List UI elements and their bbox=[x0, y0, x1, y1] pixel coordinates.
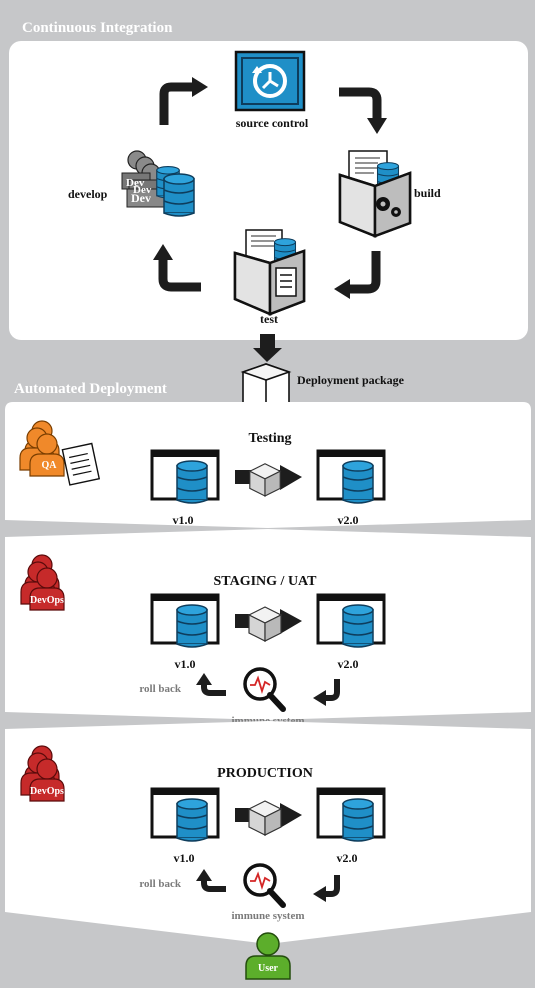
ci-section-title: Continuous Integration bbox=[22, 20, 173, 36]
qa-team-icon bbox=[19, 420, 101, 486]
staging-server-v2 bbox=[318, 595, 384, 647]
production-immune-label: immune system bbox=[231, 910, 304, 922]
cycle-arrow-build-to-test bbox=[334, 251, 381, 299]
develop-label: develop bbox=[68, 187, 108, 201]
deployment-package-label: Deployment package bbox=[297, 373, 405, 387]
staging-rollback-arrow bbox=[196, 673, 226, 696]
ci-panel bbox=[9, 41, 528, 340]
testing-v1-label: v1.0 bbox=[173, 513, 194, 527]
production-role-label: DevOps bbox=[30, 786, 64, 797]
production-rollback-label: roll back bbox=[139, 878, 182, 890]
production-return-arrow bbox=[313, 875, 340, 902]
staging-server-v1 bbox=[152, 595, 218, 647]
source-control-icon bbox=[234, 50, 306, 112]
testing-title: Testing bbox=[248, 431, 291, 446]
cycle-arrow-develop-to-source bbox=[159, 77, 208, 125]
staging-deploy-arrow bbox=[235, 606, 302, 642]
build-box-icon bbox=[338, 150, 412, 238]
build-label: build bbox=[414, 186, 441, 200]
production-server-v1 bbox=[152, 789, 218, 841]
production-deploy-arrow bbox=[235, 800, 302, 836]
developers-icon bbox=[121, 150, 195, 217]
production-v1-label: v1.0 bbox=[174, 851, 195, 865]
user-icon bbox=[245, 932, 291, 980]
ci-to-deploy-arrow bbox=[253, 334, 282, 362]
testing-v2-label: v2.0 bbox=[338, 513, 359, 527]
ad-section-title: Automated Deployment bbox=[14, 381, 167, 397]
staging-return-arrow bbox=[313, 679, 340, 706]
production-rollback-arrow bbox=[196, 869, 226, 892]
dev-tag: Dev bbox=[131, 191, 151, 205]
testing-server-v1 bbox=[152, 451, 218, 503]
source-control-label: source control bbox=[236, 116, 309, 130]
dev-tag: Dev bbox=[126, 177, 145, 189]
staging-v1-label: v1.0 bbox=[175, 657, 196, 671]
staging-role-label: DevOps bbox=[30, 595, 64, 606]
staging-rollback-label: roll back bbox=[139, 683, 182, 695]
dev-tag: Dev bbox=[133, 184, 152, 196]
staging-v2-label: v2.0 bbox=[338, 657, 359, 671]
user-label: User bbox=[258, 963, 279, 974]
testing-deploy-arrow bbox=[235, 463, 302, 497]
test-label: test bbox=[260, 312, 278, 326]
production-v2-label: v2.0 bbox=[337, 851, 358, 865]
staging-title: STAGING / UAT bbox=[214, 574, 318, 589]
cycle-arrow-test-to-develop bbox=[153, 244, 201, 292]
production-server-v2 bbox=[318, 789, 384, 841]
test-box-icon bbox=[233, 229, 306, 316]
qa-role-label: QA bbox=[42, 460, 58, 471]
production-title: PRODUCTION bbox=[217, 766, 313, 781]
testing-server-v2 bbox=[318, 451, 384, 503]
cycle-arrow-source-to-build bbox=[339, 87, 387, 134]
